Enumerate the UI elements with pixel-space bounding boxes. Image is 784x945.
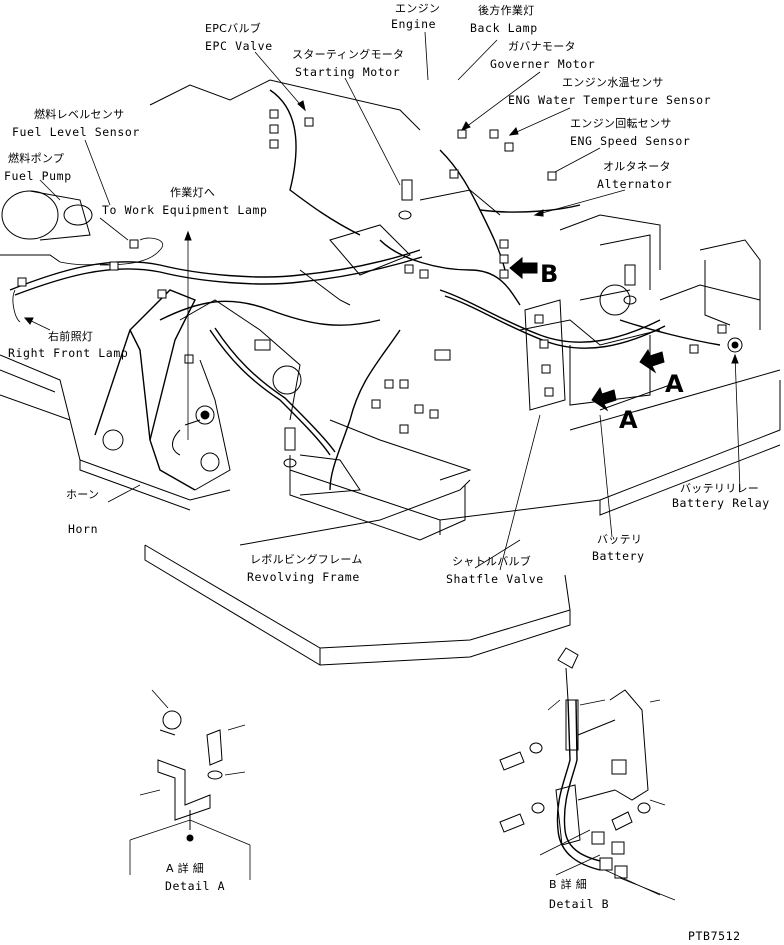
svg-text:EPC Valve: EPC Valve bbox=[205, 39, 273, 53]
svg-text:EPCバルブ: EPCバルブ bbox=[205, 21, 261, 35]
label-work-equipment-lamp: 作業灯へ To Work Equipment Lamp bbox=[102, 186, 268, 217]
label-eng-water-sensor: エンジン水温センサ ENG Water Temperture Sensor bbox=[508, 76, 711, 107]
leader-lines bbox=[24, 31, 741, 571]
marker-a-lower: A bbox=[619, 406, 638, 434]
svg-text:作業灯へ: 作業灯へ bbox=[170, 186, 215, 199]
detail-a-drawing bbox=[129, 689, 251, 880]
svg-text:Revolving Frame: Revolving Frame bbox=[247, 570, 360, 584]
label-epc-valve: EPCバルブ EPC Valve bbox=[205, 21, 273, 53]
drawing-number: PTB7512 bbox=[688, 929, 741, 943]
arrow-a-lower-icon bbox=[591, 386, 617, 412]
svg-text:Starting Motor: Starting Motor bbox=[295, 65, 400, 79]
label-fuel-pump: 燃料ポンプ Fuel Pump bbox=[4, 151, 72, 183]
svg-text:Battery Relay: Battery Relay bbox=[672, 496, 770, 510]
svg-text:To Work Equipment Lamp: To Work Equipment Lamp bbox=[102, 203, 268, 217]
svg-text:Right Front Lamp: Right Front Lamp bbox=[8, 346, 128, 360]
detail-b-label: B 詳 細 Detail B bbox=[549, 877, 609, 911]
svg-text:エンジン: エンジン bbox=[395, 2, 440, 15]
arrow-a-upper-icon bbox=[639, 348, 665, 374]
svg-text:燃料レベルセンサ: 燃料レベルセンサ bbox=[34, 107, 124, 121]
connectors bbox=[17, 109, 727, 434]
svg-text:Horn: Horn bbox=[68, 522, 98, 536]
svg-text:Fuel Level Sensor: Fuel Level Sensor bbox=[12, 125, 140, 139]
bolts bbox=[254, 179, 637, 468]
label-back-lamp: 後方作業灯 Back Lamp bbox=[470, 3, 538, 35]
label-fuel-level-sensor: 燃料レベルセンサ Fuel Level Sensor bbox=[12, 107, 140, 139]
horn bbox=[172, 405, 215, 456]
svg-text:A 詳 細: A 詳 細 bbox=[166, 861, 204, 875]
label-shuttle-valve: シャトルバルブ Shatfle Valve bbox=[446, 554, 544, 586]
svg-text:ENG Speed Sensor: ENG Speed Sensor bbox=[570, 134, 690, 148]
shuttle-valve bbox=[524, 299, 566, 411]
label-battery-relay: バッテリリレー Battery Relay bbox=[672, 482, 770, 510]
label-engine: エンジン Engine bbox=[391, 2, 440, 31]
svg-text:Alternator: Alternator bbox=[597, 177, 672, 191]
marker-a-upper: A bbox=[665, 370, 684, 398]
svg-text:ENG Water Temperture Sensor: ENG Water Temperture Sensor bbox=[508, 93, 711, 107]
svg-text:エンジン水温センサ: エンジン水温センサ bbox=[562, 76, 664, 89]
battery-relay-unit bbox=[727, 337, 743, 353]
svg-text:B 詳 細: B 詳 細 bbox=[549, 877, 587, 891]
svg-text:オルタネータ: オルタネータ bbox=[603, 160, 671, 173]
label-eng-speed-sensor: エンジン回転センサ ENG Speed Sensor bbox=[570, 117, 690, 148]
marker-b: B bbox=[540, 260, 558, 288]
svg-text:バッテリリレー: バッテリリレー bbox=[680, 482, 759, 495]
fuel-pump bbox=[0, 190, 93, 263]
svg-text:後方作業灯: 後方作業灯 bbox=[478, 3, 535, 17]
svg-text:燃料ポンプ: 燃料ポンプ bbox=[8, 151, 64, 165]
label-revolving-frame: レボルビングフレーム Revolving Frame bbox=[247, 552, 363, 584]
label-battery: バッテリ Battery bbox=[592, 533, 645, 563]
svg-text:Engine: Engine bbox=[391, 17, 436, 31]
label-governer-motor: ガバナモータ Governer Motor bbox=[490, 40, 595, 71]
svg-text:スターティングモータ: スターティングモータ bbox=[292, 47, 404, 61]
svg-text:エンジン回転センサ: エンジン回転センサ bbox=[570, 117, 672, 130]
svg-text:ガバナモータ: ガバナモータ bbox=[508, 40, 576, 53]
svg-text:ホーン: ホーン bbox=[66, 488, 99, 501]
svg-text:シャトルバルブ: シャトルバルブ bbox=[452, 554, 531, 568]
svg-text:バッテリ: バッテリ bbox=[597, 533, 642, 546]
svg-text:Back Lamp: Back Lamp bbox=[470, 21, 538, 35]
label-horn: ホーン Horn bbox=[66, 488, 99, 536]
svg-text:Detail A: Detail A bbox=[165, 879, 225, 893]
label-starting-motor: スターティングモータ Starting Motor bbox=[292, 47, 404, 79]
svg-text:右前照灯: 右前照灯 bbox=[48, 329, 93, 343]
detail-b-drawing bbox=[499, 647, 676, 901]
svg-text:Governer Motor: Governer Motor bbox=[490, 57, 595, 71]
wiring-harness bbox=[9, 89, 721, 491]
detail-a-label: A 詳 細 Detail A bbox=[165, 861, 225, 893]
svg-text:Battery: Battery bbox=[592, 549, 645, 563]
label-alternator: オルタネータ Alternator bbox=[597, 160, 672, 191]
svg-text:Shatfle Valve: Shatfle Valve bbox=[446, 572, 544, 586]
svg-text:レボルビングフレーム: レボルビングフレーム bbox=[250, 552, 363, 566]
arrow-b-icon bbox=[509, 256, 538, 280]
leader-arrows bbox=[23, 100, 739, 364]
svg-text:Detail B: Detail B bbox=[549, 897, 609, 911]
label-right-front-lamp: 右前照灯 Right Front Lamp bbox=[8, 329, 128, 360]
svg-text:Fuel Pump: Fuel Pump bbox=[4, 169, 72, 183]
